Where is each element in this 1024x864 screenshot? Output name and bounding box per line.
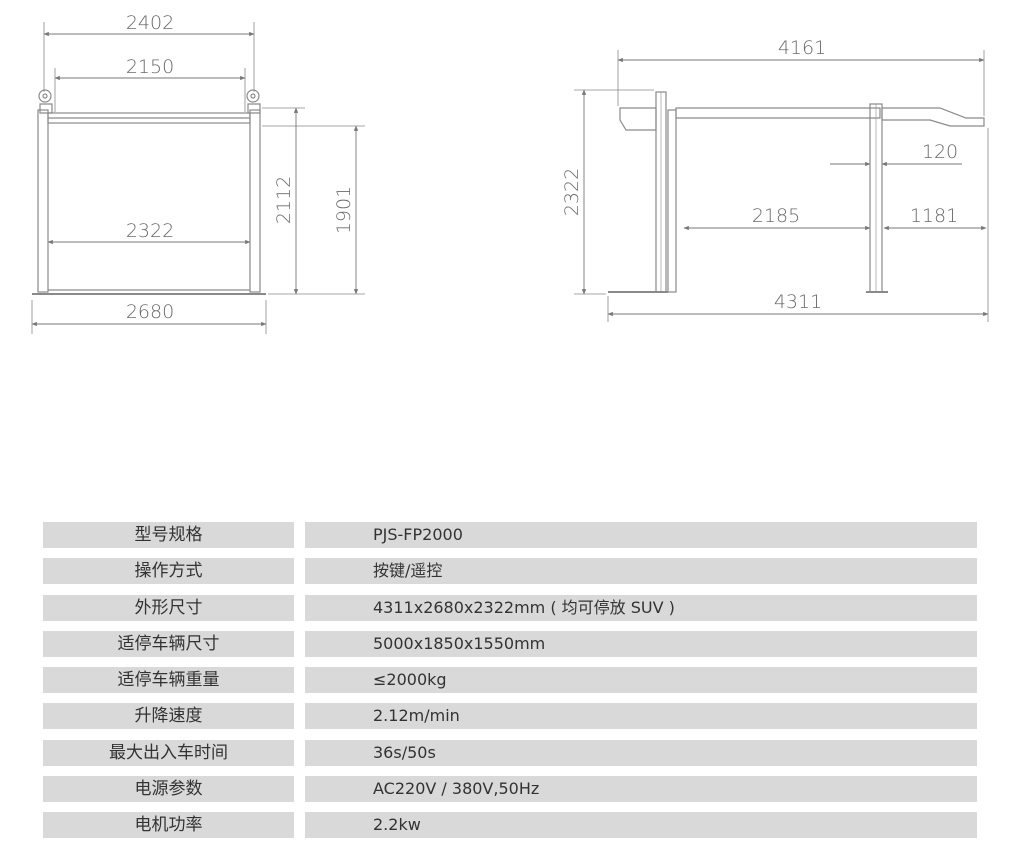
spec-value: 4311x2680x2322mm ( 均可停放 SUV ) [305, 594, 977, 621]
spec-label: 最大出入车时间 [43, 739, 294, 766]
dim-top-length: 4161 [778, 37, 826, 59]
spec-row: 最大出入车时间 36s/50s [43, 739, 977, 766]
spec-label: 升降速度 [43, 703, 294, 730]
dim-top-width: 2402 [126, 12, 174, 34]
spec-row: 电机功率 2.2kw [43, 812, 977, 839]
right-column [249, 109, 261, 293]
technical-drawing: 2402 2150 2322 2680 2112 1901 [31, 12, 989, 334]
spec-row: 电源参数 AC220V / 380V,50Hz [43, 776, 977, 803]
spec-row: 升降速度 2.12m/min [43, 703, 977, 730]
front-ramp [881, 107, 985, 127]
spec-value: ≤2000kg [305, 667, 977, 694]
dim-tail-length: 1181 [910, 205, 958, 227]
spec-value: PJS-FP2000 [305, 522, 977, 548]
dim-offset-small: 120 [922, 141, 958, 163]
spec-label: 电源参数 [43, 776, 294, 803]
dim-total-length: 4311 [774, 291, 822, 313]
dim-mid-length: 2185 [752, 205, 800, 227]
spec-label: 型号规格 [43, 522, 294, 548]
spec-value: 5000x1850x1550mm [305, 630, 977, 657]
dim-height-clear: 1901 [333, 186, 355, 234]
spec-label: 外形尺寸 [43, 594, 294, 621]
left-pulley-icon [38, 89, 52, 103]
spec-label: 适停车辆重量 [43, 667, 294, 694]
spec-value: 按键/遥控 [305, 558, 977, 585]
spec-value: 36s/50s [305, 739, 977, 766]
spec-value: 2.2kw [305, 812, 977, 839]
dim-platform-width: 2322 [126, 220, 174, 242]
dim-inner-width: 2150 [126, 56, 174, 78]
dim-side-height: 2322 [561, 168, 583, 216]
side-view [574, 50, 989, 322]
dim-base-width: 2680 [126, 301, 174, 323]
spec-row: 型号规格 PJS-FP2000 [43, 522, 977, 548]
spec-table: 型号规格 PJS-FP2000 操作方式 按键/遥控 外形尺寸 4311x268… [43, 522, 977, 849]
spec-row: 操作方式 按键/遥控 [43, 558, 977, 585]
spec-label: 电机功率 [43, 812, 294, 839]
spec-row: 适停车辆重量 ≤2000kg [43, 667, 977, 694]
spec-row: 适停车辆尺寸 5000x1850x1550mm [43, 630, 977, 657]
spec-label: 操作方式 [43, 558, 294, 585]
dim-height-total: 2112 [273, 176, 295, 224]
spec-row: 外形尺寸 4311x2680x2322mm ( 均可停放 SUV ) [43, 594, 977, 621]
right-pulley-icon [246, 89, 260, 103]
top-rail [675, 107, 881, 119]
front-view [31, 22, 365, 334]
spec-value: 2.12m/min [305, 703, 977, 730]
spec-value: AC220V / 380V,50Hz [305, 776, 977, 803]
spec-label: 适停车辆尺寸 [43, 630, 294, 657]
left-column [37, 109, 49, 293]
rear-top-bracket [619, 107, 657, 131]
